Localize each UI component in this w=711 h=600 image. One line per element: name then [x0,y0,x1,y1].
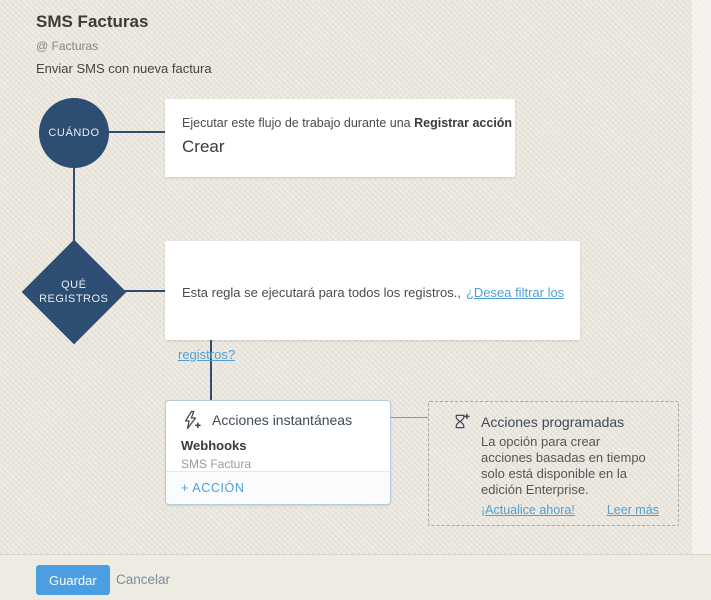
save-button[interactable]: Guardar [36,565,110,595]
connector-which-to-records [124,290,165,292]
when-node: CUÁNDO [39,98,109,168]
instant-actions-title: Acciones instantáneas [212,412,353,428]
connector-when-to-which [73,168,75,242]
module-subtitle: @ Facturas [36,39,99,53]
connector-when-to-trigger [107,131,165,133]
add-action-button[interactable]: + ACCIÓN [181,481,245,495]
instant-action-detail: SMS Factura [181,457,252,471]
upgrade-now-link[interactable]: ¡Actualice ahora! [481,503,575,517]
instant-action-webhook[interactable]: Webhooks [181,438,247,453]
learn-more-link[interactable]: Leer más [606,503,659,517]
records-card[interactable]: Esta regla se ejecutará para todos los r… [165,241,580,340]
filter-records-link[interactable]: ¿Desea filtrar los [465,285,565,300]
which-records-node: QUÉ REGISTROS [21,239,127,345]
instant-actions-footer: + ACCIÓN [166,471,390,504]
trigger-sentence: Ejecutar este flujo de trabajo durante u… [182,116,513,130]
right-gutter [692,0,711,554]
trigger-card[interactable]: Ejecutar este flujo de trabajo durante u… [165,99,515,177]
connector-records-to-actions [210,340,212,401]
scheduled-actions-message: La opción para crear acciones basadas en… [481,434,646,497]
scheduled-actions-title: Acciones programadas [481,413,625,430]
trigger-value: Crear [182,137,225,156]
page-title: SMS Facturas [36,12,149,31]
instant-actions-card: Acciones instantáneas Webhooks SMS Factu… [165,400,391,505]
records-sentence: Esta regla se ejecutará para todos los r… [182,285,565,300]
connector-instant-to-scheduled [391,417,428,418]
cancel-button[interactable]: Cancelar [116,572,171,587]
trigger-type: Registrar acción [414,116,513,130]
workflow-description: Enviar SMS con nueva factura [36,61,212,76]
footer-bar: Guardar Cancelar [0,554,711,600]
hourglass-plus-icon [451,412,470,431]
when-node-label: CUÁNDO [48,127,100,139]
lightning-plus-icon [181,410,201,430]
filter-records-link-wrap[interactable]: registros? [178,347,236,362]
scheduled-actions-card: Acciones programadas La opción para crea… [428,401,679,526]
which-records-label: QUÉ REGISTROS [39,278,109,305]
